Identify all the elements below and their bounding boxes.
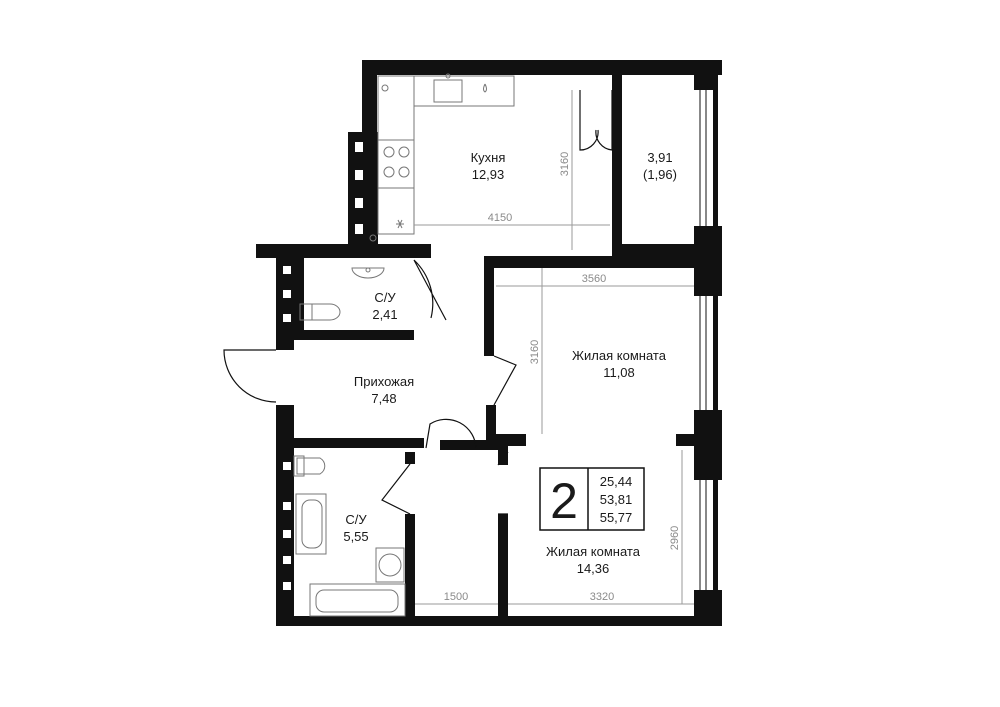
balcony-door xyxy=(579,90,613,151)
toilet-tank-big xyxy=(293,455,305,477)
wall-bath-big-door-stub xyxy=(405,452,415,464)
kitchen-sink xyxy=(433,79,463,103)
wall-right-outer xyxy=(713,60,718,626)
bath-small-name: С/У xyxy=(374,290,396,305)
washing-machine xyxy=(375,547,405,583)
wall-top xyxy=(362,60,722,75)
toilet-tank-small xyxy=(299,303,313,321)
wall-bath-big-top xyxy=(294,438,424,448)
washbasin-cabinet xyxy=(295,493,327,555)
living1-area: 11,08 xyxy=(603,365,635,380)
bath-small-door xyxy=(413,259,447,321)
wall-balcony-bottom xyxy=(612,244,712,258)
wall-living1-left-upper xyxy=(484,256,494,356)
bathtub xyxy=(309,583,406,617)
wall-living2-left-upper xyxy=(498,440,508,465)
doors xyxy=(223,90,613,515)
wall-bath-small-left xyxy=(294,258,304,338)
burner-3 xyxy=(383,166,395,178)
living1-door xyxy=(493,355,517,406)
burner-2 xyxy=(398,146,410,158)
burner-4 xyxy=(398,166,410,178)
burner-1 xyxy=(383,146,395,158)
entrance-door xyxy=(223,349,277,403)
stove xyxy=(377,139,415,189)
windows-right xyxy=(699,90,707,590)
dim-living1-height-label: 3160 xyxy=(529,340,541,364)
living2-door xyxy=(497,451,509,515)
wall-upper-hall xyxy=(256,244,431,258)
kitchen-counter-top xyxy=(413,75,515,107)
corridor-door xyxy=(425,418,477,449)
wall-bath-small-bottom xyxy=(294,330,414,340)
wall-left-lower xyxy=(276,405,294,625)
bath-small-area: 2,41 xyxy=(372,307,397,322)
dim-living1-width-label: 3560 xyxy=(582,273,606,285)
wall-living1-bottom-right xyxy=(676,434,716,446)
washbasin-big xyxy=(301,499,323,549)
hall-name: Прихожая xyxy=(354,374,414,389)
wall-right-corner-top xyxy=(694,60,716,90)
drain xyxy=(369,234,377,242)
hall-area: 7,48 xyxy=(371,391,396,406)
bath-big-area: 5,55 xyxy=(343,529,368,544)
dim-corridor-width-label: 1500 xyxy=(444,591,468,603)
bath-big-door xyxy=(381,463,411,515)
living2-name: Жилая комната xyxy=(546,544,641,559)
dim-kitchen-height-label: 3160 xyxy=(559,152,571,176)
washing-drum xyxy=(378,553,402,577)
living-area: 25,44 xyxy=(600,474,633,489)
wall-bath-big-right xyxy=(405,514,415,624)
sink-tap xyxy=(445,73,451,79)
kitchen-area: 12,93 xyxy=(472,167,505,182)
dim-living2-height-label: 2960 xyxy=(669,526,681,550)
living1-name: Жилая комната xyxy=(572,348,667,363)
washbasin-small xyxy=(351,267,385,279)
balcony-area: 3,91 xyxy=(647,150,672,165)
bath-big-name: С/У xyxy=(345,512,367,527)
labels: Кухня 12,93 3,91 (1,96) С/У 2,41 Прихожа… xyxy=(343,150,681,603)
dim-kitchen-width-label: 4150 xyxy=(488,212,512,224)
wall-openings xyxy=(283,142,363,590)
wall-living2-left-lower xyxy=(498,514,508,624)
bathtub-inner xyxy=(315,589,399,613)
living2-area: 14,36 xyxy=(577,561,610,576)
dimension-lines xyxy=(414,90,694,605)
rooms-count: 2 xyxy=(550,473,578,529)
toilet-small xyxy=(312,303,341,321)
vent-mark xyxy=(396,219,404,229)
basin-drain xyxy=(365,267,371,273)
toilet-big xyxy=(296,457,326,475)
wall-kitchen-left-upper xyxy=(362,60,377,135)
total-with-balcony: 55,77 xyxy=(600,510,633,525)
drop-icon xyxy=(483,83,487,93)
summary-box xyxy=(539,467,645,531)
wall-living1-left-lower xyxy=(486,405,496,445)
kitchen-name: Кухня xyxy=(471,150,506,165)
dim-living2-width-label: 3320 xyxy=(590,591,614,603)
balcony-reduced-area: (1,96) xyxy=(643,167,677,182)
wall-bottom xyxy=(276,616,718,626)
fixtures xyxy=(293,73,515,617)
wall-balcony-left xyxy=(612,75,622,257)
appliance-knob xyxy=(381,84,389,92)
wall-corridor-top xyxy=(440,440,502,450)
total-area: 53,81 xyxy=(600,492,633,507)
wall-living1-top xyxy=(484,256,712,268)
